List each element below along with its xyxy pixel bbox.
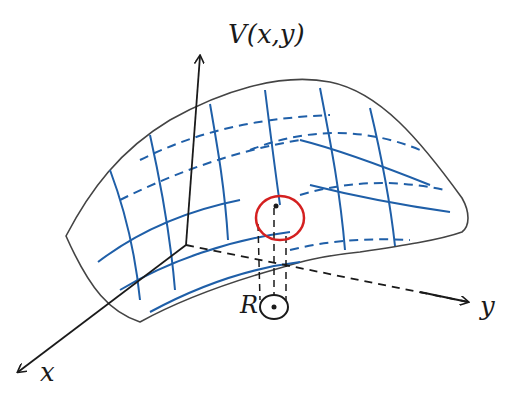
axis-label: V(x,y) bbox=[228, 20, 305, 49]
axis-label: x bbox=[40, 358, 55, 387]
axis-label: y bbox=[480, 292, 495, 321]
surface-grid-dashed bbox=[120, 115, 445, 250]
surface-outline bbox=[66, 79, 468, 322]
coordinate-axes bbox=[18, 56, 468, 372]
projection-lines bbox=[258, 208, 286, 300]
region-label: R bbox=[240, 292, 258, 318]
surface-point bbox=[274, 204, 279, 209]
region-r bbox=[260, 295, 288, 319]
surface-region bbox=[256, 196, 304, 240]
surface-grid bbox=[98, 88, 450, 312]
region-point bbox=[272, 305, 277, 310]
